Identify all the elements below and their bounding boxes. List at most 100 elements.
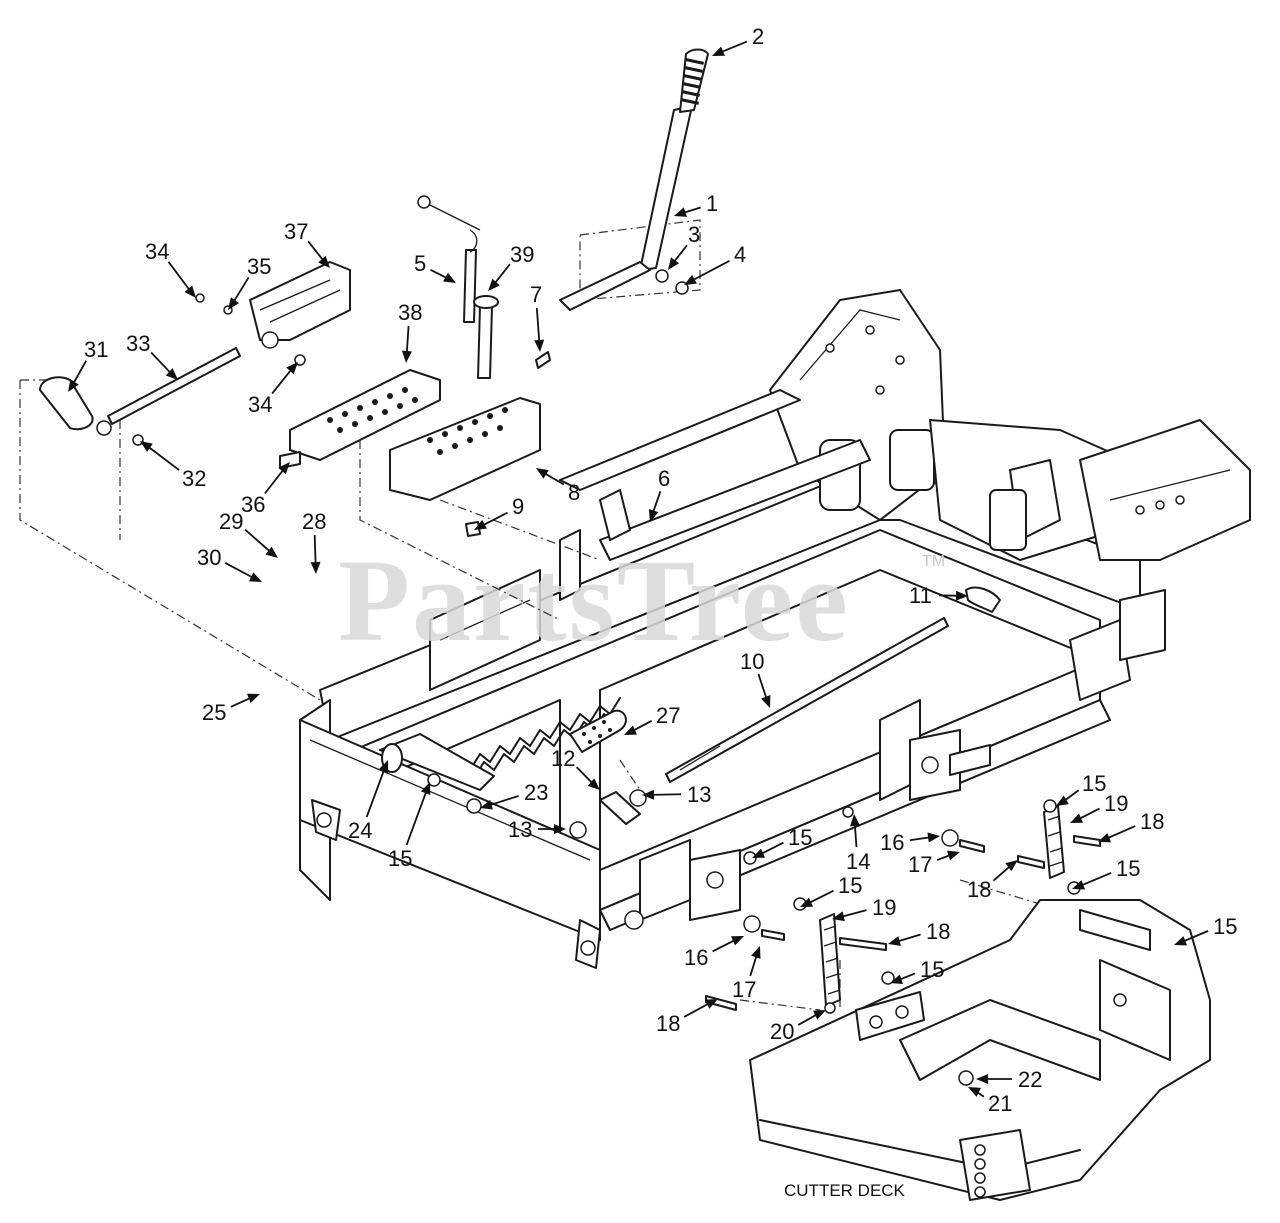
callout-c14: 14 xyxy=(846,814,870,874)
callout-arrowhead xyxy=(648,509,659,522)
callout-arrowhead xyxy=(278,462,290,475)
callout-c1: 1 xyxy=(674,191,718,217)
callout-label: 18 xyxy=(967,877,991,902)
callout-label: 5 xyxy=(414,251,426,276)
callout-leader xyxy=(231,276,250,304)
callout-arrowhead xyxy=(286,362,298,375)
callout-arrowhead xyxy=(140,441,153,452)
callout-label: 19 xyxy=(1104,791,1128,816)
callout-c34a: 34 xyxy=(145,239,196,298)
callout-c15f: 15 xyxy=(1174,914,1237,946)
callout-c6: 6 xyxy=(648,466,670,522)
callout-arrowhead xyxy=(165,368,178,380)
callout-c34b: 34 xyxy=(248,362,298,417)
callout-label: 30 xyxy=(197,545,221,570)
callout-c19b: 19 xyxy=(832,895,896,922)
callout-leader xyxy=(542,471,565,486)
springs-and-rods xyxy=(379,586,1001,839)
callout-label: 15 xyxy=(838,873,862,898)
callout-label: 15 xyxy=(788,825,812,850)
callout-arrowhead xyxy=(712,46,725,56)
callout-arrowhead xyxy=(247,693,260,704)
callout-label: 9 xyxy=(512,494,524,519)
callout-label: 35 xyxy=(247,254,271,279)
callout-leader xyxy=(806,889,834,905)
callout-arrowhead xyxy=(890,974,903,984)
callout-c20: 20 xyxy=(770,1010,826,1044)
callout-label: 15 xyxy=(920,957,944,982)
callout-c24: 24 xyxy=(348,760,389,843)
callout-arrowhead xyxy=(1070,813,1083,823)
callout-arrowhead xyxy=(401,350,412,363)
callout-arrowhead xyxy=(947,850,960,861)
callout-label: 18 xyxy=(656,1011,680,1036)
callout-label: 33 xyxy=(126,331,150,356)
callout-label: 12 xyxy=(551,746,575,771)
callout-leader xyxy=(895,933,921,943)
callout-arrowhead xyxy=(1072,880,1085,890)
callout-label: 17 xyxy=(732,977,756,1002)
callout-c15g: 15 xyxy=(890,957,944,984)
callout-leader xyxy=(712,938,738,953)
callout-arrowhead xyxy=(850,814,860,827)
watermark: PartsTree TM xyxy=(338,535,945,666)
callout-leader xyxy=(575,766,595,786)
callout-leader xyxy=(1079,872,1112,888)
callout-c12: 12 xyxy=(551,746,600,790)
watermark-tm: TM xyxy=(922,553,945,570)
callout-leader xyxy=(313,534,317,567)
callout-label: 24 xyxy=(348,818,372,843)
callout-arrowhead xyxy=(474,519,487,530)
callout-label: 19 xyxy=(872,895,896,920)
callout-label: 38 xyxy=(398,300,422,325)
callout-c17a: 17 xyxy=(908,850,960,877)
lift-lever-assembly xyxy=(559,48,709,311)
callout-arrowhead xyxy=(318,255,330,268)
callout-label: 29 xyxy=(219,509,243,534)
hitch-pins xyxy=(417,195,551,379)
callout-label: 15 xyxy=(1082,771,1106,796)
callout-arrowhead xyxy=(751,946,761,959)
callout-leader xyxy=(167,261,192,293)
callout-c5: 5 xyxy=(414,251,456,283)
callout-leader xyxy=(839,909,867,919)
callout-label: 14 xyxy=(846,849,870,874)
callout-c28: 28 xyxy=(302,509,326,574)
callout-label: 27 xyxy=(656,703,680,728)
callout-label: 4 xyxy=(734,242,746,267)
callout-arrowhead xyxy=(249,572,262,582)
cutter-deck: CUTTER DECK xyxy=(749,899,1211,1201)
callout-leader xyxy=(307,240,326,263)
callout-arrowhead xyxy=(668,257,680,270)
callout-arrowhead xyxy=(554,824,566,834)
callout-c21: 21 xyxy=(968,1087,1012,1116)
callout-c39: 39 xyxy=(488,242,534,291)
callout-arrowhead xyxy=(888,936,901,946)
callout-leader xyxy=(718,40,748,54)
callout-label: 34 xyxy=(145,239,169,264)
callout-arrowhead xyxy=(968,1087,981,1097)
callout-arrowhead xyxy=(536,468,549,479)
link-rod-assembly xyxy=(39,261,351,469)
callout-c15a: 15 xyxy=(388,782,431,871)
callout-leader xyxy=(405,789,428,846)
callout-c38: 38 xyxy=(398,300,422,363)
callout-c15b: 15 xyxy=(1056,771,1106,806)
callout-leader xyxy=(480,511,508,527)
callout-label: 20 xyxy=(770,1019,794,1044)
callout-arrowhead xyxy=(68,379,79,392)
callout-c37: 37 xyxy=(284,219,330,268)
callout-arrowhead xyxy=(731,936,744,946)
callout-label: 21 xyxy=(988,1091,1012,1116)
callout-arrowhead xyxy=(761,695,771,708)
callout-c33: 33 xyxy=(126,331,178,380)
callout-arrowhead xyxy=(1098,832,1111,843)
callout-label: 11 xyxy=(909,583,932,608)
callout-c18a: 18 xyxy=(1098,809,1164,843)
callout-c25: 25 xyxy=(202,693,260,725)
callout-c30: 30 xyxy=(197,545,262,582)
callout-leader xyxy=(224,562,256,580)
callout-c17b: 17 xyxy=(732,946,761,1002)
callout-c7: 7 xyxy=(530,282,545,352)
callout-c9: 9 xyxy=(474,494,524,530)
